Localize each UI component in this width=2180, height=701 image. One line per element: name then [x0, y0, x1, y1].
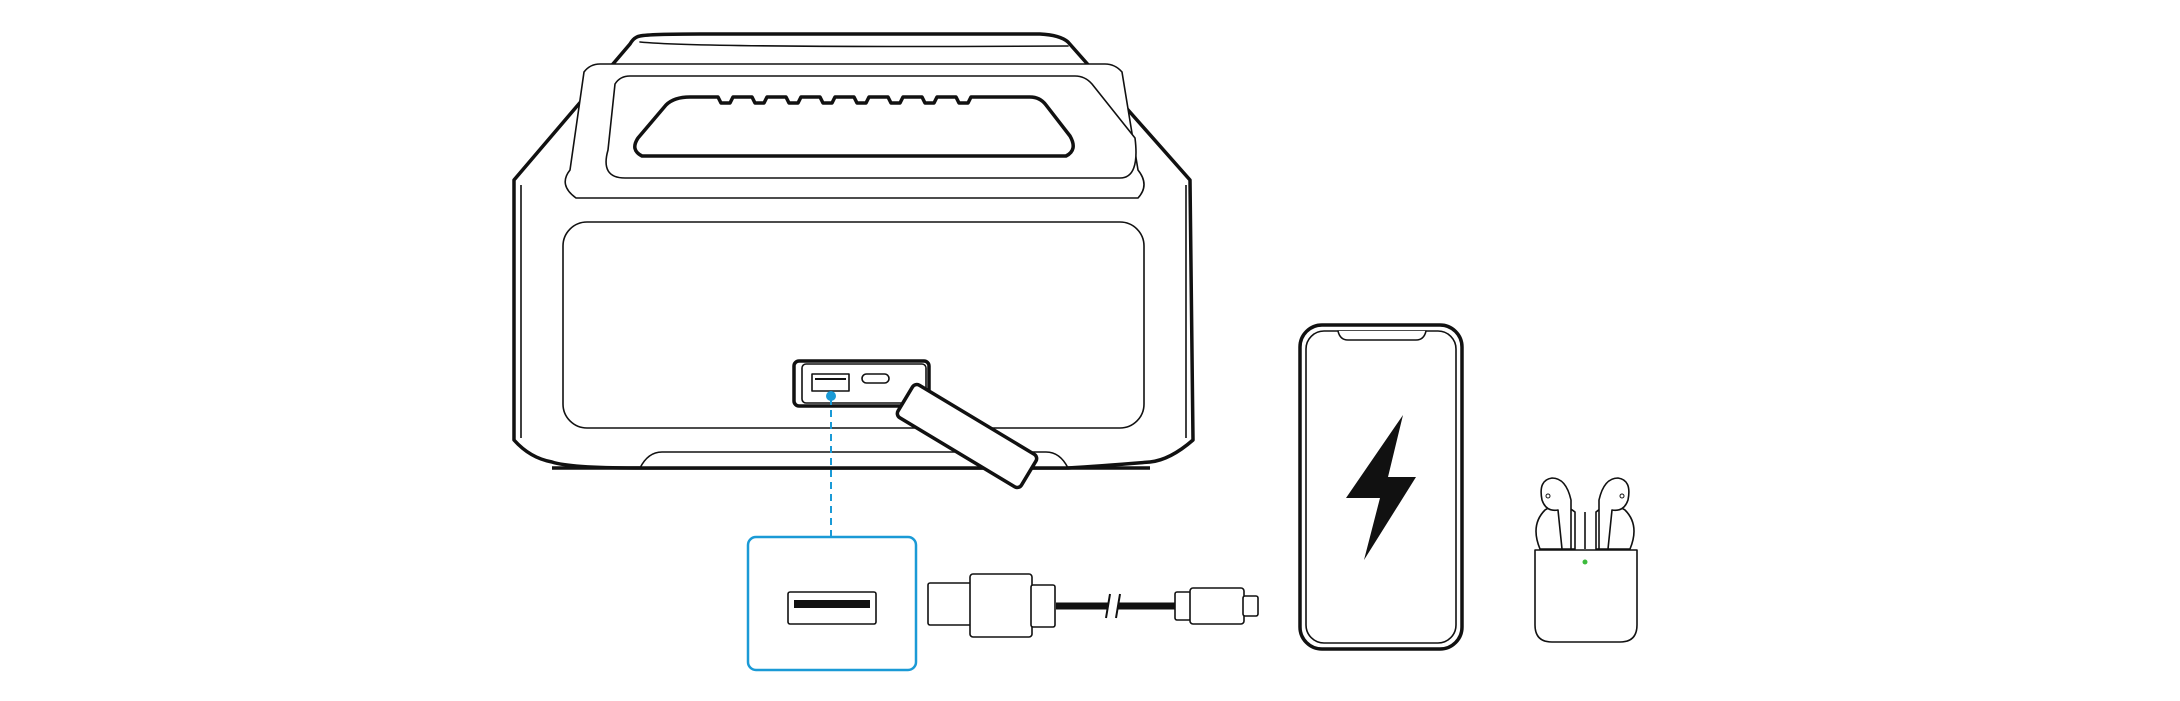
smartphone [1298, 323, 1464, 651]
lightning-bolt-icon [1346, 415, 1416, 560]
usb-a-plug-body [969, 573, 1033, 638]
left-earbud [1540, 477, 1572, 550]
port-indicator-dot [826, 391, 836, 401]
usb-a-port [811, 373, 850, 392]
right-earbud [1598, 477, 1630, 550]
earbuds-case [1534, 477, 1638, 643]
handle-grip [633, 95, 1075, 158]
usb-c-port [861, 373, 890, 384]
speaker [512, 32, 1195, 490]
usb-c-plug-tip [1242, 595, 1259, 617]
status-led [1582, 559, 1588, 565]
phone-notch [1337, 330, 1427, 341]
speaker-front-panel [562, 221, 1145, 429]
port-cover-flap [895, 382, 1039, 490]
usb-a-plug-tip [927, 582, 973, 626]
usb-port-callout [746, 535, 918, 672]
usb-c-plug-body [1189, 587, 1245, 625]
usb-cable [927, 573, 1259, 638]
